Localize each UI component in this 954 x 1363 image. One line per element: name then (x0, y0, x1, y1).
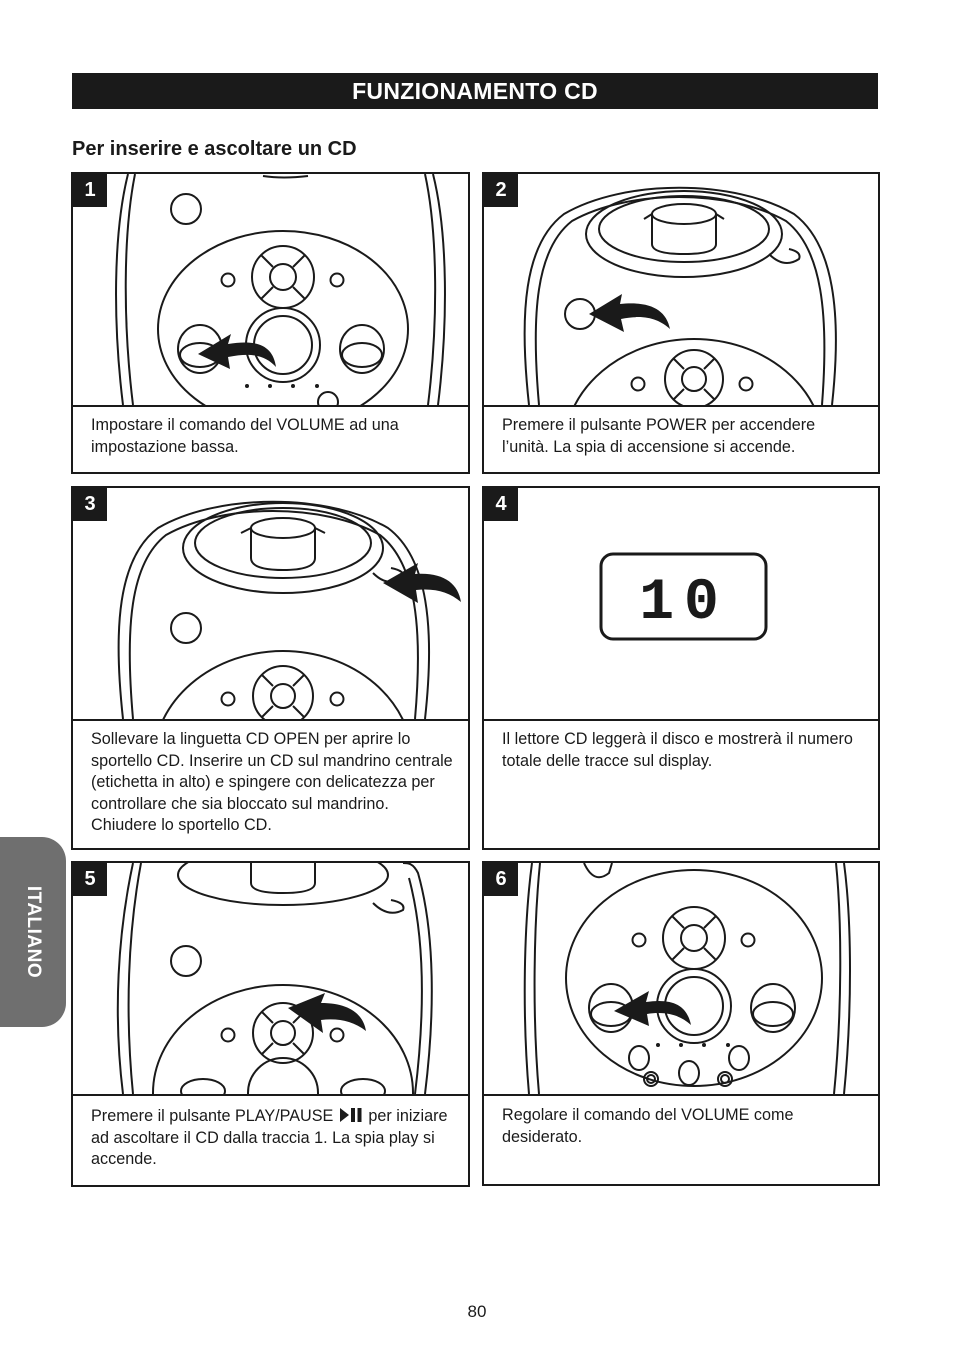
section-title: FUNZIONAMENTO CD (72, 73, 878, 109)
step-4-illustration: 10 (484, 488, 878, 721)
turn-arrow-icon (288, 993, 366, 1033)
step-number: 4 (484, 488, 518, 521)
step-1-illustration (73, 174, 468, 407)
turn-arrow-icon (614, 991, 691, 1026)
step-number: 2 (484, 174, 518, 207)
nav-pad-icon (664, 349, 724, 405)
step-caption-part: per iniziare ad ascoltare il CD dalla tr… (91, 1107, 448, 1168)
step-number: 6 (484, 863, 518, 896)
step-3-panel: 3 Sollevare la linguetta CD OPEN per apr… (71, 486, 470, 850)
play-pause-icon (339, 1108, 362, 1122)
page-number: 80 (467, 1302, 487, 1321)
language-tab: ITALIANO (0, 837, 66, 1027)
power-button-icon (170, 612, 202, 644)
step-6-panel: 6 (482, 861, 880, 1186)
track-count-readout: 10 (639, 571, 729, 636)
step-2-illustration (484, 174, 878, 407)
step-number: 1 (73, 174, 107, 207)
power-button-icon (170, 945, 202, 977)
turn-arrow-icon (383, 563, 461, 603)
step-caption: Premere il pulsante PLAY/PAUSE per inizi… (91, 1106, 454, 1171)
step-caption: Regolare il comando del VOLUME come desi… (502, 1106, 794, 1146)
power-button-icon (583, 863, 613, 879)
turn-arrow-icon (198, 334, 276, 369)
cd-lid-icon (182, 502, 384, 594)
step-1-panel: 1 Impostar (71, 172, 470, 474)
step-4-panel: 4 10 Il lettore CD leggerà il disco e mo… (482, 486, 880, 850)
step-5-panel: 5 Premere il pulsante PLAY/PAUSE (71, 861, 470, 1187)
nav-pad-icon (252, 1002, 314, 1064)
language-tab-label: ITALIANO (23, 885, 44, 979)
subsection-title: Per inserire e ascoltare un CD (72, 138, 357, 160)
step-3-illustration (73, 488, 468, 721)
step-number: 3 (73, 488, 107, 521)
cd-lid-icon (177, 863, 389, 906)
step-caption: Impostare il comando del VOLUME ad una i… (91, 416, 399, 456)
turn-arrow-icon (589, 294, 670, 332)
step-5-illustration (73, 863, 468, 1096)
step-6-illustration (484, 863, 878, 1096)
step-2-panel: 2 Premere il pulsante POWER per accender… (482, 172, 880, 474)
step-number: 5 (73, 863, 107, 896)
power-button-icon (170, 193, 202, 225)
step-caption-part: Premere il pulsante PLAY/PAUSE (91, 1107, 334, 1125)
step-caption: Premere il pulsante POWER per accendere … (502, 416, 816, 456)
nav-pad-icon (252, 665, 314, 719)
cd-lid-icon (585, 190, 783, 278)
lcd-display-icon (599, 552, 768, 641)
step-caption: Sollevare la linguetta CD OPEN per aprir… (91, 730, 453, 834)
step-caption: Il lettore CD leggerà il disco e mostrer… (502, 730, 853, 770)
